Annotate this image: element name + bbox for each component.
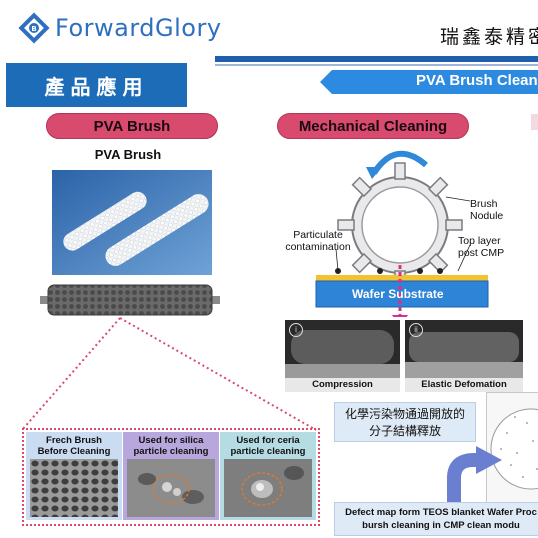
banner-arrow — [320, 70, 538, 94]
mechanical-cleaning-diagram — [315, 150, 489, 317]
banner-title: PVA Brush Clean — [416, 72, 538, 89]
company-name: 瑞鑫泰精密 — [440, 26, 538, 48]
next-pill-edge — [531, 114, 538, 130]
fresh-brush-micrograph — [30, 459, 118, 517]
photo-tag: ii — [409, 323, 423, 337]
photo-tag: i — [289, 323, 303, 337]
brush-nodule-label: Brush Nodule — [470, 198, 504, 222]
pva-brush-photo — [52, 170, 212, 275]
panel-subtitle: particle cleaning — [133, 446, 209, 457]
panel-silica: Used for silica particle cleaning — [123, 432, 219, 520]
curved-arrow-icon — [447, 446, 502, 508]
ceria-micrograph — [224, 459, 312, 517]
panel-subtitle: particle cleaning — [230, 446, 306, 457]
brush-roller-photo — [40, 282, 220, 318]
panel-ceria: Used for ceria particle cleaning — [220, 432, 316, 520]
elastic-deformation-photo: ii Elastic Defomation — [405, 320, 523, 392]
header-rule-thin — [215, 64, 538, 66]
compression-photo: i Compression — [285, 320, 400, 392]
brush-surface-panels: Frech Brush Before Cleaning Used for sil… — [22, 428, 320, 526]
panel-title: Frech Brush — [46, 435, 102, 446]
panel-title: Used for silica — [138, 435, 204, 446]
defect-map-caption: Defect map form TEOS blanket Wafer Proc … — [334, 502, 538, 536]
pva-brush-caption: PVA Brush — [94, 147, 162, 162]
section-title: 產品應用 — [6, 63, 187, 107]
mechanical-cleaning-pill: Mechanical Cleaning — [277, 113, 469, 139]
wafer-substrate-label: Wafer Substrate — [352, 287, 444, 301]
panel-subtitle: Before Cleaning — [37, 446, 111, 457]
forwardglory-logo-icon: B — [18, 12, 50, 44]
particulate-label: Particulate contamination — [285, 229, 351, 253]
photo-caption: Compression — [285, 378, 400, 392]
defect-map-image — [486, 392, 538, 506]
chemical-release-note: 化學污染物通過開放的 分子結構釋放 — [334, 402, 476, 442]
top-layer-label: Top layer post CMP — [458, 235, 505, 259]
panel-fresh-brush: Frech Brush Before Cleaning — [26, 432, 122, 520]
silica-micrograph — [127, 459, 215, 517]
pva-brush-pill: PVA Brush — [46, 113, 218, 139]
header-rule — [215, 56, 538, 62]
photo-caption: Elastic Defomation — [405, 378, 523, 392]
svg-text:B: B — [31, 25, 36, 33]
brand-name: ForwardGlory — [55, 14, 222, 42]
panel-title: Used for ceria — [236, 435, 300, 446]
